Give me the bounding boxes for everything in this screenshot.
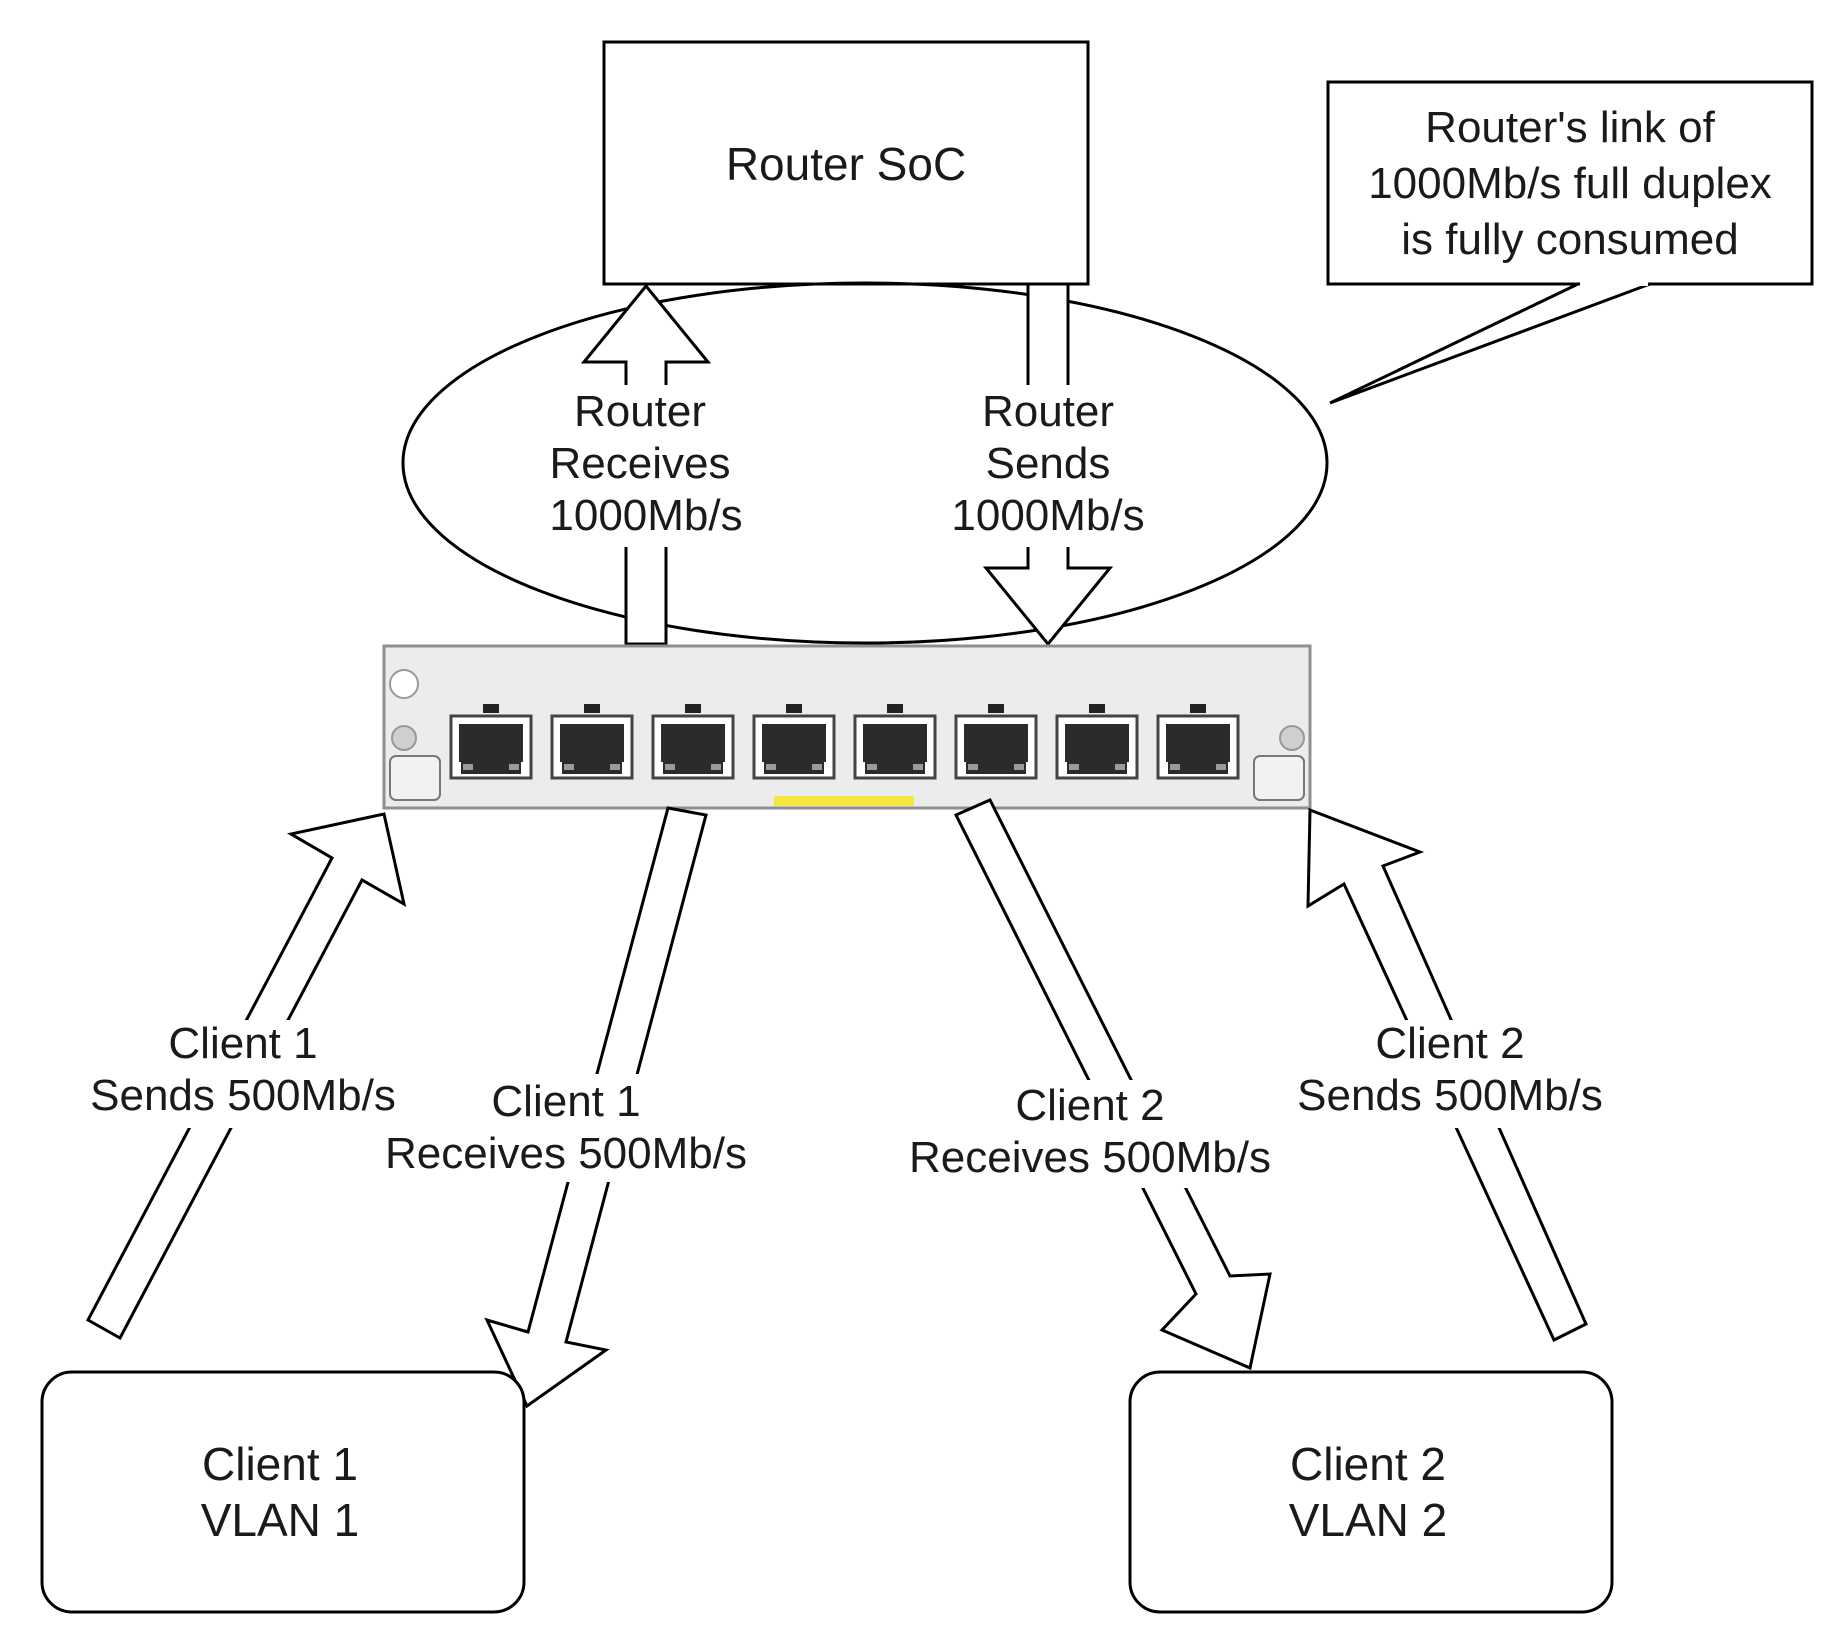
port-led bbox=[786, 704, 802, 713]
callout-pointer bbox=[1329, 282, 1651, 405]
port-jack bbox=[1166, 724, 1230, 762]
switch-led-3 bbox=[1279, 725, 1305, 751]
port-jack-base bbox=[1067, 762, 1127, 774]
client1-box bbox=[40, 1370, 526, 1614]
client2-box-label-1: Client 2 bbox=[1290, 1438, 1446, 1490]
switch-right-slot bbox=[1253, 755, 1305, 801]
port-jack-base bbox=[663, 762, 723, 774]
port-jack bbox=[560, 724, 624, 762]
switch-led-1 bbox=[389, 669, 419, 699]
switch-led-2 bbox=[391, 725, 417, 751]
switch-port bbox=[752, 704, 836, 780]
client1-sends-label-1: Client 1 bbox=[168, 1019, 317, 1068]
port-led bbox=[1190, 704, 1206, 713]
client1-box-label-1: Client 1 bbox=[202, 1438, 358, 1490]
port-jack-base bbox=[562, 762, 622, 774]
port-contact bbox=[564, 764, 574, 770]
port-contact bbox=[1170, 764, 1180, 770]
port-contact bbox=[867, 764, 877, 770]
callout-line-2: 1000Mb/s full duplex bbox=[1368, 159, 1772, 208]
port-highlight-bar bbox=[774, 796, 914, 806]
port-led bbox=[887, 704, 903, 713]
port-jack-base bbox=[461, 762, 521, 774]
port-contact bbox=[1014, 764, 1024, 770]
port-led bbox=[685, 704, 701, 713]
port-contact bbox=[509, 764, 519, 770]
port-contact bbox=[913, 764, 923, 770]
port-jack-base bbox=[966, 762, 1026, 774]
port-contact bbox=[812, 764, 822, 770]
switch-port bbox=[449, 704, 533, 780]
router-soc-label: Router SoC bbox=[726, 138, 966, 190]
client2-sends-label-1: Client 2 bbox=[1375, 1019, 1524, 1068]
router-receives-label-3: 1000Mb/s bbox=[549, 491, 742, 540]
router-link-ellipse bbox=[401, 281, 1329, 645]
port-led bbox=[483, 704, 499, 713]
switch-port bbox=[550, 704, 634, 780]
client1-box-label-2: VLAN 1 bbox=[201, 1494, 360, 1546]
client1-receives-label-2: Receives 500Mb/s bbox=[385, 1129, 747, 1178]
switch-port bbox=[853, 704, 937, 780]
port-jack-base bbox=[865, 762, 925, 774]
client1-sends-label-2: Sends 500Mb/s bbox=[90, 1071, 396, 1120]
port-contact bbox=[463, 764, 473, 770]
port-contact bbox=[766, 764, 776, 770]
client2-box-label-2: VLAN 2 bbox=[1289, 1494, 1448, 1546]
port-contact bbox=[1115, 764, 1125, 770]
router-receives-label-1: Router bbox=[574, 387, 706, 436]
port-jack-base bbox=[764, 762, 824, 774]
port-contact bbox=[711, 764, 721, 770]
port-jack-base bbox=[1168, 762, 1228, 774]
port-jack bbox=[1065, 724, 1129, 762]
network-switch bbox=[382, 644, 1312, 810]
router-sends-label-1: Router bbox=[982, 387, 1114, 436]
port-contact bbox=[610, 764, 620, 770]
client2-sends-label-2: Sends 500Mb/s bbox=[1297, 1071, 1603, 1120]
port-contact bbox=[1216, 764, 1226, 770]
switch-port bbox=[1156, 704, 1240, 780]
router-sends-label-3: 1000Mb/s bbox=[951, 491, 1144, 540]
client1-receives-label-1: Client 1 bbox=[491, 1077, 640, 1126]
port-contact bbox=[665, 764, 675, 770]
callout-line-3: is fully consumed bbox=[1401, 215, 1738, 264]
port-contact bbox=[1069, 764, 1079, 770]
port-led bbox=[988, 704, 1004, 713]
port-jack bbox=[762, 724, 826, 762]
port-led bbox=[1089, 704, 1105, 713]
client2-receives-label-2: Receives 500Mb/s bbox=[909, 1133, 1271, 1182]
switch-port bbox=[954, 704, 1038, 780]
port-led bbox=[584, 704, 600, 713]
router-soc-box bbox=[602, 40, 1090, 286]
client2-box bbox=[1128, 1370, 1614, 1614]
port-jack bbox=[661, 724, 725, 762]
callout-line-1: Router's link of bbox=[1425, 103, 1715, 152]
port-jack bbox=[863, 724, 927, 762]
switch-left-slot bbox=[389, 755, 441, 801]
switch-ports bbox=[449, 704, 1240, 780]
router-receives-label-2: Receives bbox=[550, 439, 731, 488]
router-sends-label-2: Sends bbox=[986, 439, 1111, 488]
client2-receives-label-1: Client 2 bbox=[1015, 1081, 1164, 1130]
port-jack bbox=[459, 724, 523, 762]
switch-port bbox=[651, 704, 735, 780]
callout-box bbox=[1326, 80, 1814, 286]
port-jack bbox=[964, 724, 1028, 762]
switch-port bbox=[1055, 704, 1139, 780]
port-contact bbox=[968, 764, 978, 770]
switch-body bbox=[382, 644, 1312, 810]
